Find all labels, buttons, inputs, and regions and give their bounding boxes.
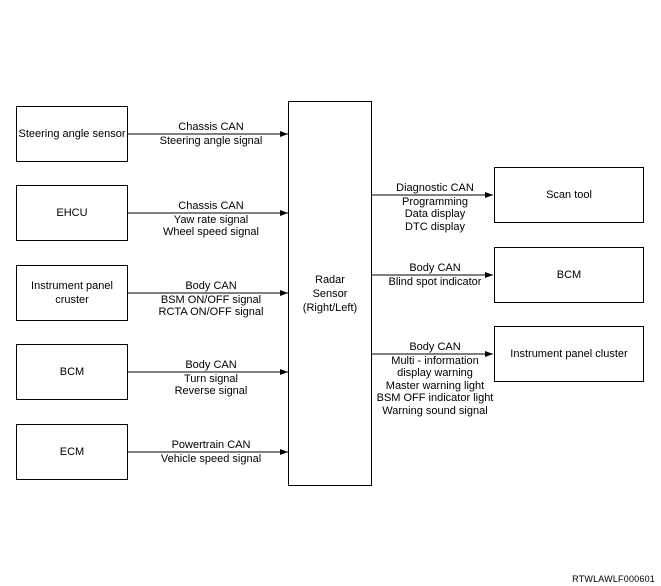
box-label: ECM [59, 446, 85, 458]
signal-label-bcm: Body CAN Turn signal Reverse signal [146, 359, 276, 398]
box-scan-tool: Scan tool [494, 167, 644, 223]
bus-name: Body CAN [409, 341, 461, 353]
signal-line: Warning sound signal [382, 404, 488, 417]
figure-code: RTWLAWLF000601 [572, 574, 655, 584]
box-bcm-left: BCM [16, 344, 128, 400]
signal-label-ehcu: Chassis CAN Yaw rate signal Wheel speed … [146, 200, 276, 239]
box-ehcu: EHCU [16, 185, 128, 241]
bus-name: Powertrain CAN [171, 439, 251, 451]
signal-label-steering: Chassis CAN Steering angle signal [146, 121, 276, 147]
signal-line: Multi - information [391, 354, 479, 367]
signal-line: Steering angle signal [159, 134, 263, 147]
signal-line: Blind spot indicator [388, 275, 482, 288]
box-ecm: ECM [16, 424, 128, 480]
bus-name: Body CAN [185, 359, 237, 371]
signal-line: Data display [404, 208, 466, 220]
box-instrument-panel-cluster: Instrument panel cluster [494, 326, 644, 382]
signal-line: Reverse signal [174, 385, 248, 397]
box-radar-sensor: Radar Sensor (Right/Left) [288, 101, 372, 486]
box-label: EHCU [56, 207, 88, 219]
box-label: Instrument panel cluster [510, 348, 628, 360]
box-instrument-panel-cruster: Instrument panel cruster [16, 265, 128, 321]
signal-line: Turn signal [183, 372, 238, 385]
signal-line: Programming [401, 195, 469, 208]
box-label: Instrument panel cruster [31, 280, 113, 306]
signal-line: Yaw rate signal [173, 213, 249, 226]
signal-line: Master warning light [385, 379, 485, 392]
box-label: Steering angle sensor [18, 128, 126, 140]
signal-label-ecm: Powertrain CAN Vehicle speed signal [146, 439, 276, 465]
box-label: Radar Sensor (Right/Left) [302, 273, 358, 314]
signal-line: BSM ON/OFF signal [160, 293, 262, 306]
bus-name: Body CAN [409, 262, 461, 274]
box-bcm-right: BCM [494, 247, 644, 303]
signal-line: Wheel speed signal [162, 226, 259, 238]
bus-name: Body CAN [185, 280, 237, 292]
box-label: Scan tool [546, 189, 592, 201]
bus-name: Chassis CAN [178, 121, 244, 133]
signal-line: Vehicle speed signal [160, 452, 262, 465]
signal-label-cluster: Body CAN Multi - information display war… [365, 341, 505, 417]
signal-line: display warning [397, 367, 473, 379]
signal-label-scantool: Diagnostic CAN Programming Data display … [370, 182, 500, 233]
signal-label-bcm-right: Body CAN Blind spot indicator [365, 262, 505, 288]
box-label: BCM [59, 366, 85, 378]
box-steering-angle-sensor: Steering angle sensor [16, 106, 128, 162]
bus-name: Diagnostic CAN [396, 182, 474, 194]
signal-line: DTC display [405, 220, 465, 233]
bus-name: Chassis CAN [178, 200, 244, 212]
box-label: BCM [556, 269, 582, 281]
signal-label-ipc: Body CAN BSM ON/OFF signal RCTA ON/OFF s… [146, 280, 276, 319]
signal-line: BSM OFF indicator light [376, 392, 494, 404]
signal-line: RCTA ON/OFF signal [158, 306, 264, 318]
